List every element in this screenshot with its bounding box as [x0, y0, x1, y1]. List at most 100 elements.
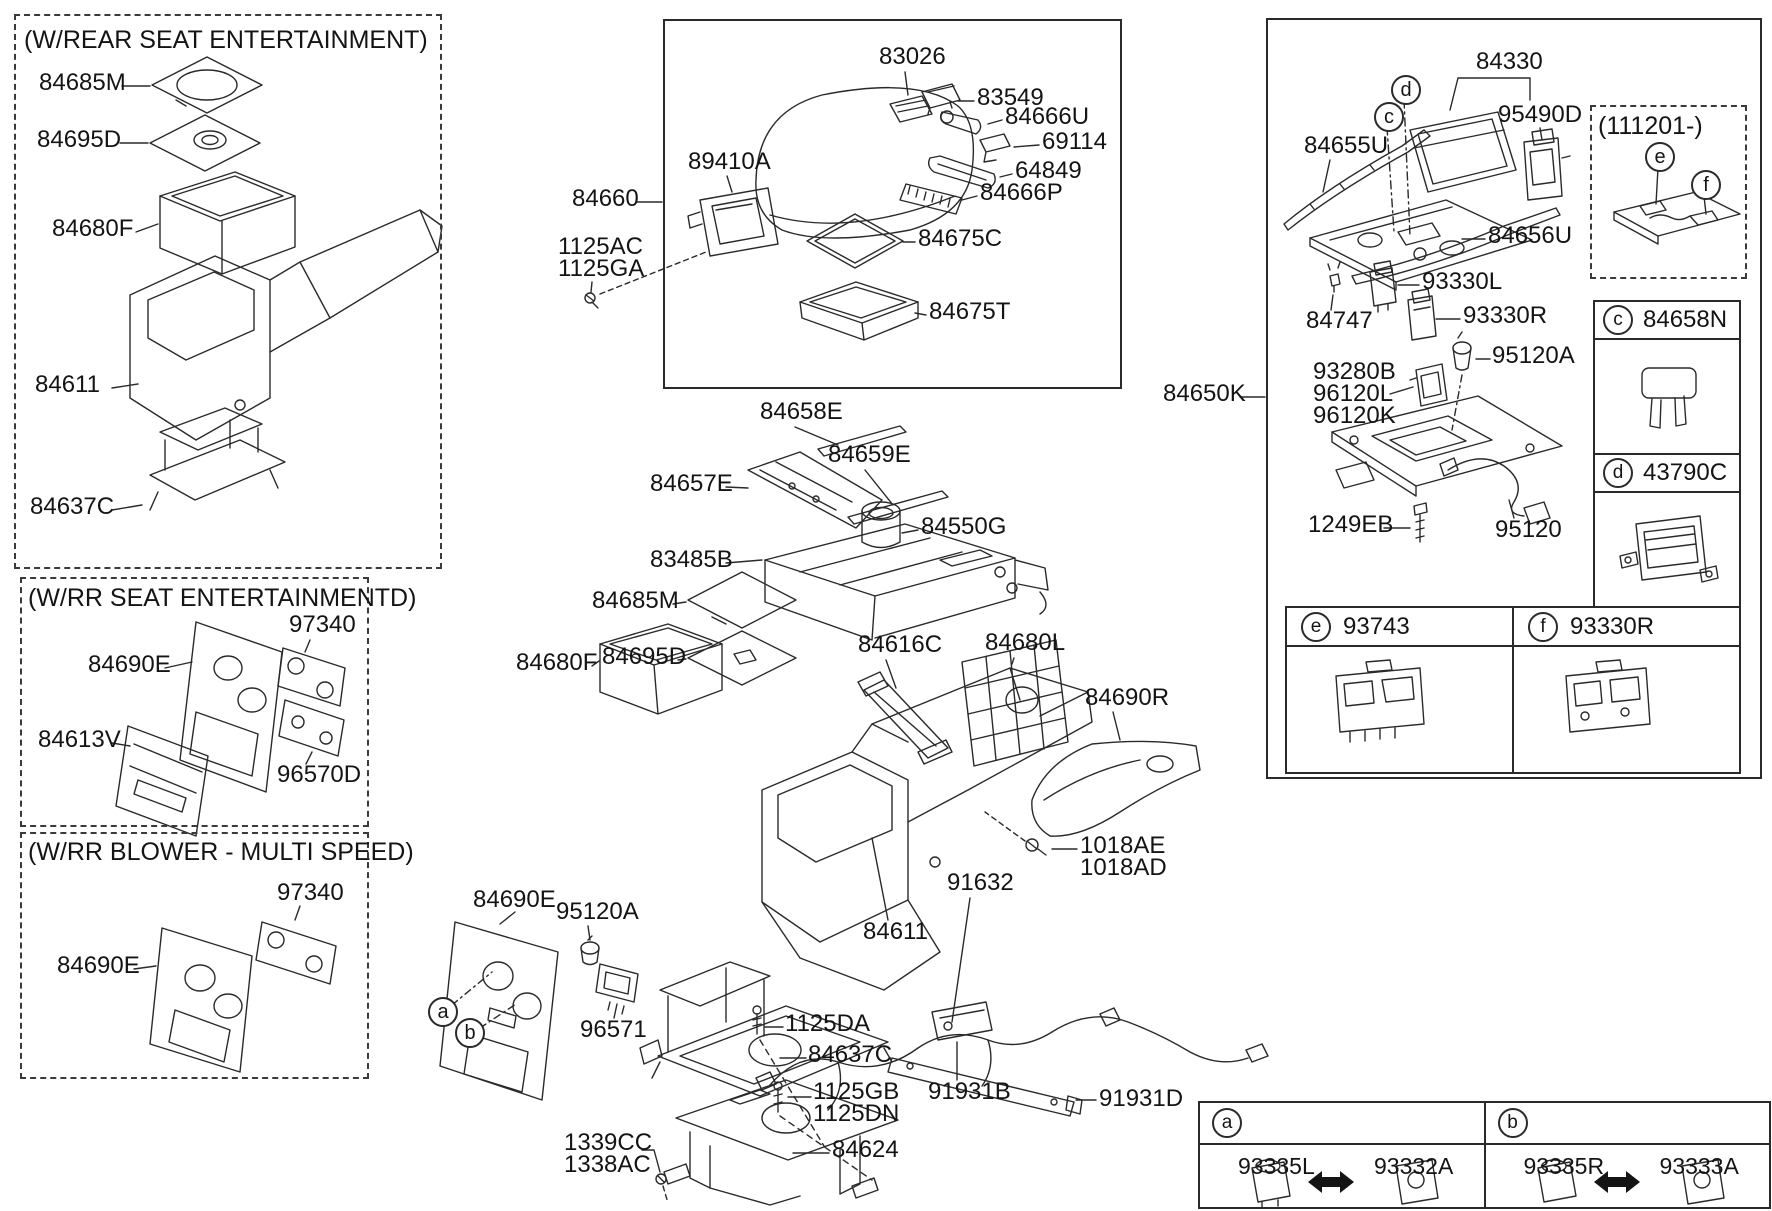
- part-label-kit-callout: 84650K: [1163, 380, 1246, 407]
- console-main-illustration: [761, 667, 1093, 991]
- console-mat-illustration: [806, 213, 916, 269]
- tray-door-illustration: [111, 725, 209, 837]
- part-label: 1339CC: [564, 1129, 653, 1156]
- part-label: 91931D: [1099, 1085, 1184, 1112]
- part-label: 97340: [289, 611, 356, 638]
- swap-parts-illustrations: [1251, 1159, 1725, 1209]
- part-label: 91931B: [928, 1078, 1011, 1105]
- part-label: 84675C: [918, 225, 1003, 252]
- harness-bracket-illustration: [887, 1001, 1097, 1117]
- part-label: 84690E: [88, 651, 171, 678]
- support-bracket-illustration: [857, 659, 953, 765]
- part-label: 93280B: [1313, 358, 1396, 385]
- storage-bucket-illustration: [135, 171, 296, 275]
- part-label: 84658E: [760, 398, 843, 425]
- part-label: 84685M: [39, 69, 126, 96]
- part-label: 84690E: [473, 886, 556, 913]
- ref-part-number: 84658N: [1643, 306, 1728, 333]
- hinge-screw-illustration: [584, 251, 707, 309]
- tray-mat-illustration: [121, 56, 263, 114]
- part-label: 95120A: [556, 898, 639, 925]
- ref-module-illustration: [1619, 515, 1719, 583]
- ref-part-number: 93743: [1343, 612, 1410, 640]
- part-label: 1125AC: [558, 233, 643, 260]
- console-tray-illustration: [799, 281, 927, 341]
- armrest-base-illustration: [725, 523, 1049, 641]
- marker-b-table: b: [1497, 1108, 1528, 1138]
- part-label: 95490D: [1498, 101, 1583, 128]
- trim-strip-illustration: [794, 425, 949, 525]
- part-label: 1125GA: [558, 255, 645, 282]
- part-label: 83549: [977, 84, 1044, 111]
- part-label: 89410A: [688, 148, 771, 175]
- kit-switches-illustration: [1327, 260, 1491, 431]
- swap-col-a: a 93335L 93332A: [1200, 1103, 1486, 1207]
- part-label: 84637C: [30, 493, 115, 520]
- wire-harness-illustration: [755, 897, 1269, 1111]
- center-fascia-illustration: [164, 621, 283, 793]
- marker-a: a: [428, 997, 458, 1027]
- part-label: 84659E: [828, 441, 911, 468]
- hinge-bracket-illustration: [687, 175, 779, 257]
- blower-fascia-illustration: [133, 927, 253, 1073]
- part-label: 84637C: [808, 1041, 893, 1068]
- sliding-lid-illustration: [1409, 77, 1531, 193]
- ref-row-c-figure: [1595, 340, 1739, 455]
- marker-e: e: [1645, 142, 1675, 172]
- marker-b: b: [455, 1018, 485, 1048]
- part-label: 84680F: [52, 215, 134, 242]
- part-label: 84666U: [1005, 103, 1090, 130]
- swap-part-number: 93335L: [1238, 1153, 1315, 1179]
- swap-part-number: 93332A: [1374, 1153, 1454, 1179]
- part-label: 93330R: [1463, 302, 1548, 329]
- part-label: 84550G: [921, 513, 1007, 540]
- part-label: 84616C: [858, 631, 943, 658]
- heater-control-illustration: [277, 639, 346, 707]
- seat-switch-illustration: [595, 963, 639, 1019]
- part-label: 96570D: [277, 761, 362, 788]
- small-parts-illustration: [889, 71, 1040, 215]
- part-label: 84657E: [650, 470, 733, 497]
- cup-holder-insert-illustration: [861, 501, 919, 549]
- part-label: 84675T: [929, 298, 1011, 325]
- part-label: 69114: [1042, 128, 1107, 155]
- rear-control-illustration: [278, 699, 345, 765]
- part-label: 84695D: [37, 126, 122, 153]
- lid-switch-illustration: [1523, 127, 1571, 201]
- part-label: 84690R: [1085, 684, 1170, 711]
- power-socket-illustration: [580, 925, 600, 966]
- panel-title-rear-seat: (W/REAR SEAT ENTERTAINMENT): [24, 26, 428, 54]
- ref-part-number: 43790C: [1643, 459, 1728, 486]
- ref-col-f-figure: [1514, 647, 1739, 772]
- part-label: 1018AD: [1080, 854, 1167, 881]
- part-label: 84690E: [57, 952, 140, 979]
- tray-lid-illustration: [119, 114, 261, 172]
- part-label: 1125DA: [785, 1010, 870, 1037]
- part-label: 95120: [1495, 516, 1562, 543]
- part-label: 96120L: [1313, 380, 1394, 407]
- swap-col-b: b 93335R 93333A: [1485, 1103, 1769, 1207]
- trim-screw-illustration: [984, 811, 1078, 856]
- part-label: 83485B: [650, 546, 733, 573]
- marker-a-table: a: [1212, 1108, 1242, 1138]
- part-label: 1125GB: [813, 1078, 900, 1105]
- marker-c-table: c: [1603, 305, 1633, 335]
- part-label: 1249EB: [1308, 511, 1394, 538]
- part-label: 64849: [1015, 157, 1082, 184]
- part-label: 84655U: [1304, 132, 1389, 159]
- armrest-lid-illustration: [635, 86, 975, 239]
- ref-col-e: e 93743: [1287, 608, 1514, 772]
- lower-bracket-illustration: [663, 1079, 899, 1206]
- marker-f: f: [1691, 170, 1721, 200]
- part-label: 84330: [1476, 48, 1543, 75]
- rr-seat-ent-box: [20, 577, 369, 827]
- marker-e-table: e: [1301, 611, 1331, 642]
- ref-clip-illustration: [1641, 367, 1697, 429]
- part-label: 91632: [947, 869, 1014, 896]
- carrier-plate-illustration: [1309, 99, 1533, 291]
- part-label: 1125DN: [813, 1100, 900, 1127]
- carrier-lower-illustration: [1331, 395, 1563, 543]
- part-label: 1018AE: [1080, 832, 1166, 859]
